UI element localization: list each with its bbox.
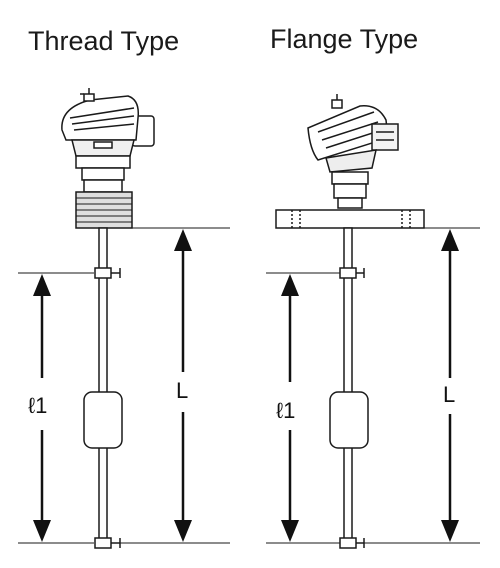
flange-type-title: Flange Type [270,24,418,54]
thread-fitting [75,191,133,229]
thread-l1-label: ℓ1 [28,393,47,418]
flange-plate [275,209,425,229]
thread-extension-lines [18,227,230,544]
thread-L-dimension [174,229,192,542]
flange-upper-stopper [339,267,365,279]
flange-lower-stopper [339,537,365,549]
thread-upper-stopper [94,267,121,279]
thread-type-diagram: Thread Type [18,26,230,549]
thread-lower-stopper [94,537,121,549]
flange-l1-label: ℓ1 [276,398,295,423]
flange-terminal-head [307,94,399,209]
thread-L-label: L [176,378,188,403]
flange-extension-lines [266,227,480,544]
flange-float [329,391,369,449]
thread-float [83,391,123,449]
thread-type-title: Thread Type [28,26,179,56]
thread-l1-dimension [33,274,51,542]
thread-terminal-head [61,88,155,193]
flange-L-label: L [443,382,455,407]
flange-type-diagram: Flange Type [266,24,480,549]
flange-L-dimension [441,229,459,542]
flange-l1-dimension [281,274,299,542]
